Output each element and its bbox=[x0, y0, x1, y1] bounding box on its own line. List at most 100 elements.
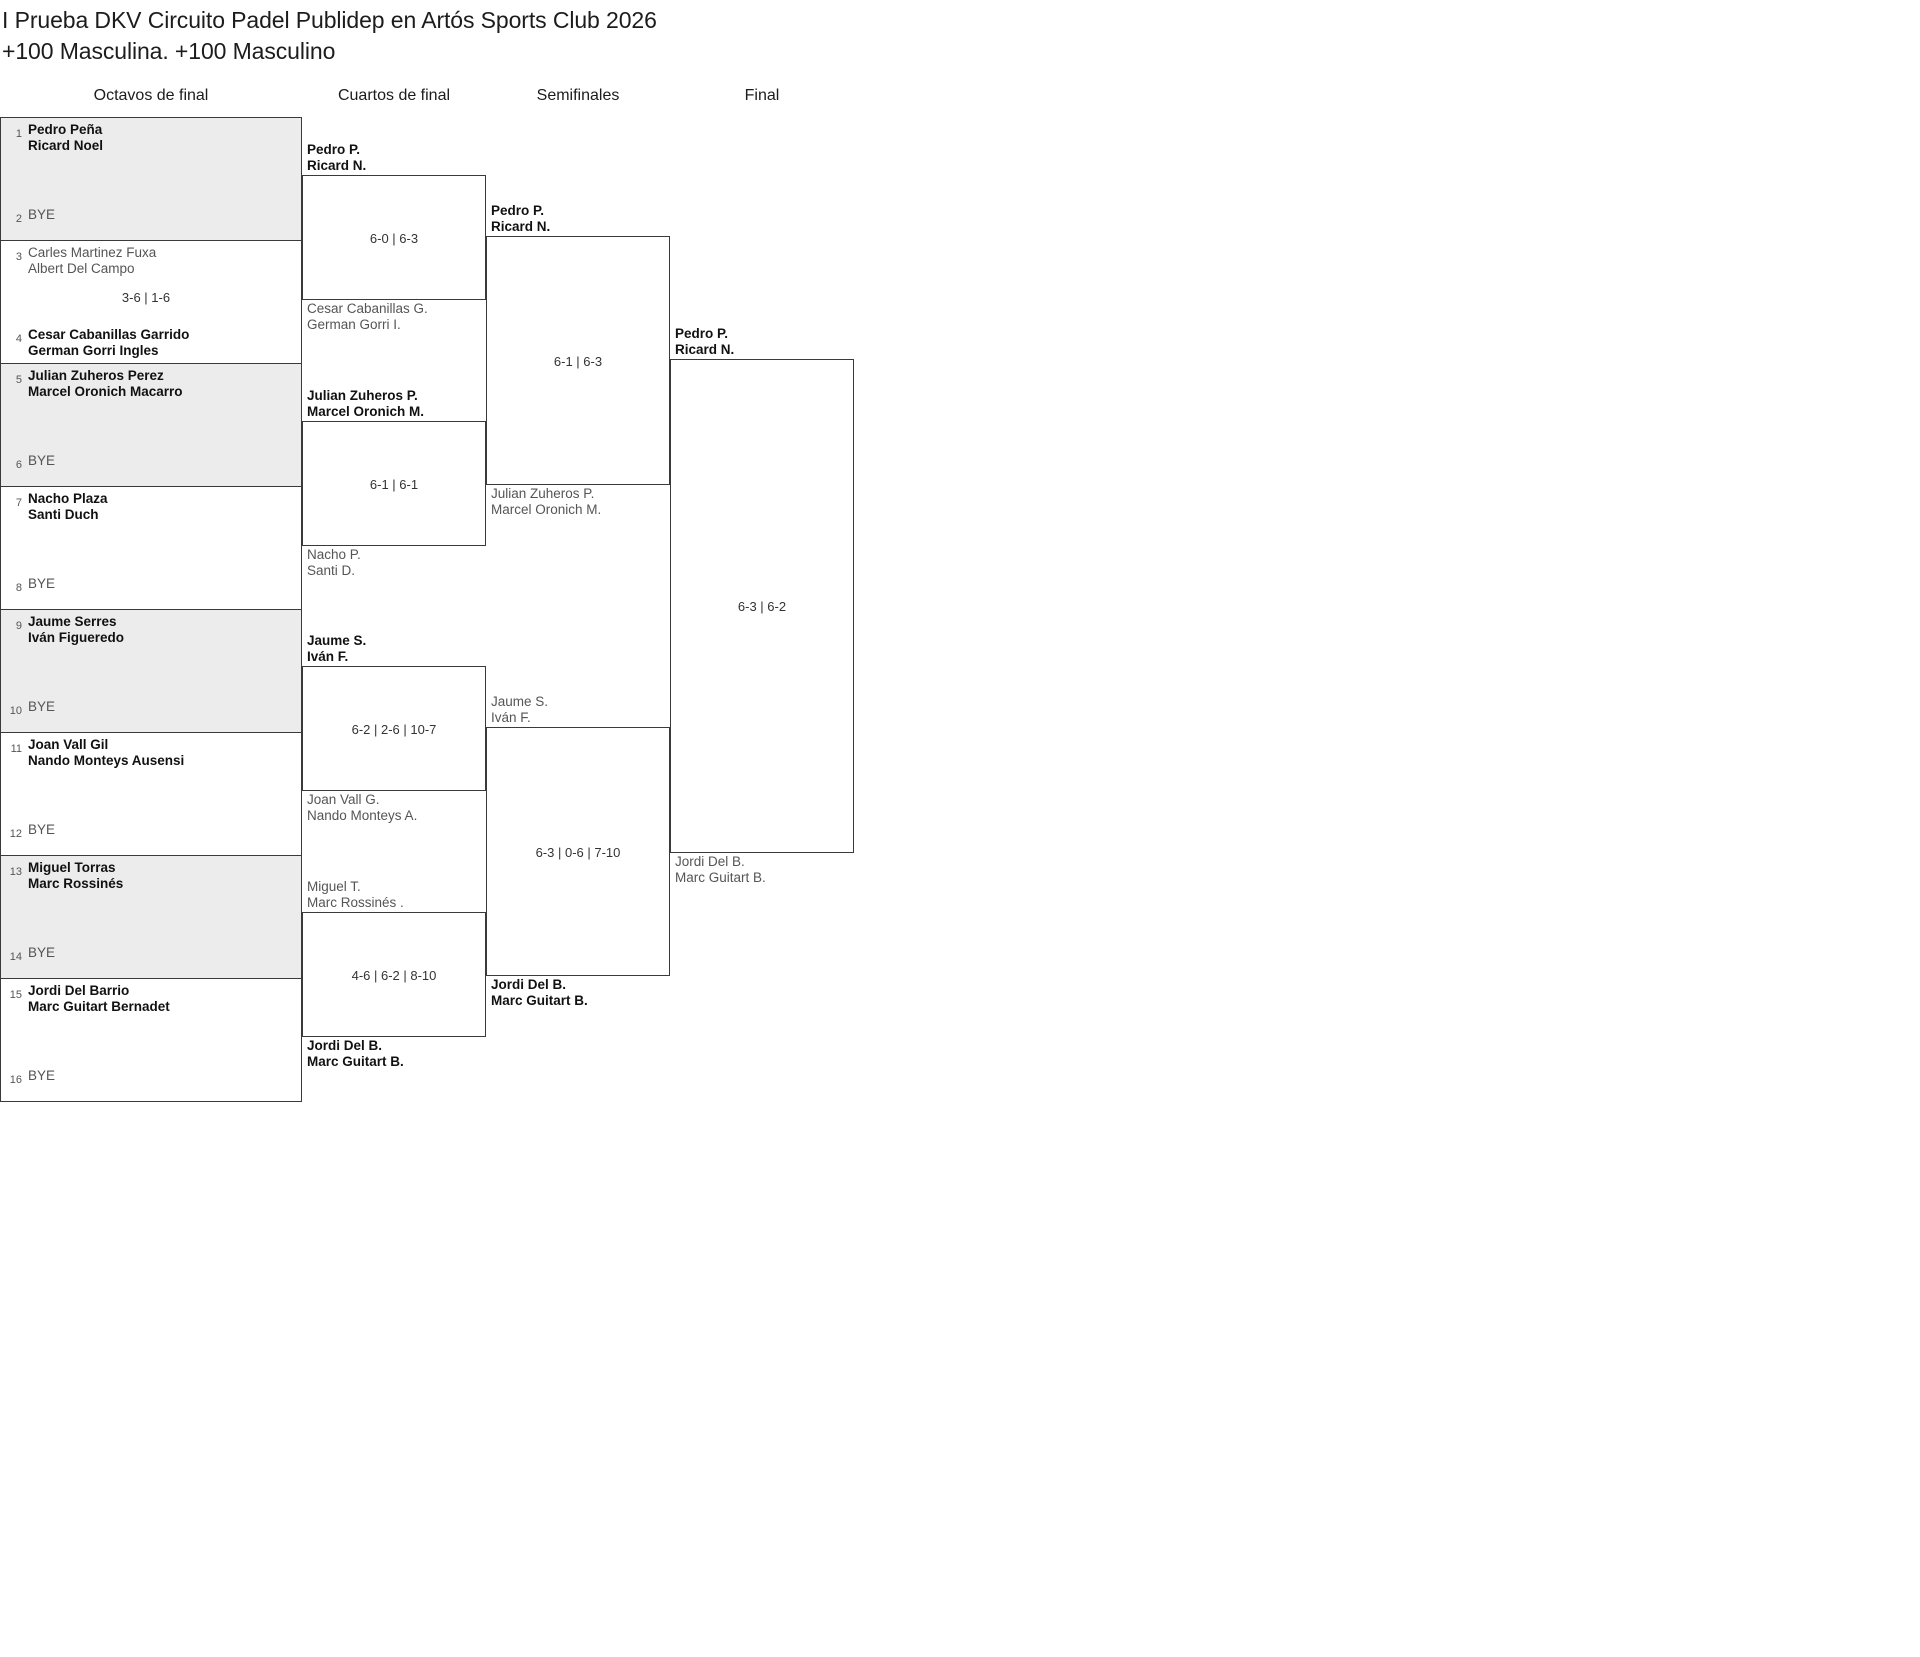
player-name: Marc Guitart Bernadet bbox=[28, 999, 170, 1014]
bye-label: BYE bbox=[28, 576, 56, 591]
player-name: German Gorri I. bbox=[307, 317, 401, 332]
team-names: Jordi Del B.Marc Guitart B. bbox=[307, 1038, 404, 1070]
seed-number: 2 bbox=[15, 213, 22, 225]
player-name: Pedro P. bbox=[491, 203, 545, 218]
player-name: Marcel Oronich Macarro bbox=[28, 384, 183, 399]
player-name: Marc Guitart B. bbox=[307, 1054, 404, 1069]
bye-label: BYE bbox=[28, 453, 56, 468]
match-box-semifinal-1[interactable]: Pedro P.Ricard N. Julian Zuheros P.Marcel… bbox=[486, 203, 670, 517]
player-name: Iván Figueredo bbox=[28, 630, 125, 645]
player-name: Marcel Oronich M. bbox=[491, 502, 602, 517]
player-name: Joan Vall G. bbox=[307, 792, 380, 807]
player-name: German Gorri Ingles bbox=[28, 343, 159, 358]
match-box-final[interactable]: Pedro P.Ricard N.Jordi Del B.Marc Guitar… bbox=[670, 326, 854, 885]
tournament-title-line1: I Prueba DKV Circuito Padel Publidep en … bbox=[2, 7, 657, 33]
match-box-cuartos-1[interactable]: Pedro P.Ricard N. Cesar Cabanillas G.Germ… bbox=[302, 142, 486, 332]
round-header-final: Final bbox=[744, 87, 780, 104]
bye-label: BYE bbox=[28, 207, 56, 222]
seed-number: 13 bbox=[9, 866, 22, 878]
seed-number: 16 bbox=[9, 1074, 22, 1086]
team-names: Julian Zuheros P.Marcel Oronich M. bbox=[491, 486, 601, 518]
player-name: Nando Monteys Ausensi bbox=[28, 753, 185, 768]
player-name: Cesar Cabanillas G. bbox=[307, 301, 428, 316]
player-name: Joan Vall Gil bbox=[28, 737, 109, 752]
tournament-title-line2: +100 Masculina. +100 Masculino bbox=[2, 38, 336, 64]
player-name: Jaume S. bbox=[307, 633, 367, 648]
seed-number: 14 bbox=[9, 951, 22, 963]
player-name: Jordi Del B. bbox=[675, 854, 745, 869]
player-name: Julian Zuheros P. bbox=[491, 486, 595, 501]
match-box-semifinal-2[interactable]: Jaume S.Iván F.Jordi Del B.Marc Guitart … bbox=[486, 694, 670, 1008]
player-name: Pedro Peña bbox=[28, 122, 103, 137]
team-names: Cesar Cabanillas G.German Gorri I. bbox=[307, 301, 428, 333]
team-names: Pedro P.Ricard N. bbox=[307, 142, 366, 174]
seed-number: 12 bbox=[9, 828, 22, 840]
team-names: Jaume S.Iván F. bbox=[307, 633, 366, 665]
player-name: Jaume Serres bbox=[28, 614, 117, 629]
player-name: Marc Guitart B. bbox=[491, 993, 588, 1008]
seed-number: 3 bbox=[15, 251, 22, 263]
player-name: Marc Guitart B. bbox=[675, 870, 766, 885]
player-name: Jordi Del B. bbox=[307, 1038, 383, 1053]
round1-slot: 2 BYE bbox=[1, 207, 303, 241]
player-name: Miguel Torras bbox=[28, 860, 116, 875]
player-name: Ricard N. bbox=[491, 219, 551, 234]
seed-number: 7 bbox=[15, 497, 22, 509]
player-name: Nacho Plaza bbox=[28, 491, 108, 506]
player-name: Jordi Del Barrio bbox=[28, 983, 130, 998]
player-name: Iván F. bbox=[491, 710, 531, 725]
match-score: 6-1 | 6-3 bbox=[553, 354, 603, 369]
seed-number: 8 bbox=[15, 582, 22, 594]
team-names: Miguel T.Marc Rossinés . bbox=[307, 879, 404, 911]
player-name: Jordi Del B. bbox=[491, 977, 567, 992]
match-score: 6-3 | 0-6 | 7-10 bbox=[535, 845, 621, 860]
seed-number: 10 bbox=[9, 705, 22, 717]
team-names: Nacho P.Santi D. bbox=[307, 547, 361, 579]
match-score: 4-6 | 6-2 | 8-10 bbox=[351, 968, 437, 983]
match-box-cuartos-4[interactable]: Miguel T.Marc Rossinés . Jordi Del B.Marc… bbox=[302, 879, 486, 1069]
player-name: Ricard N. bbox=[307, 158, 367, 173]
round-header-semifinales: Semifinales bbox=[536, 87, 620, 104]
match-box-cuartos-2[interactable]: Julian Zuheros P.Marcel Oronich M. Nacho … bbox=[302, 388, 486, 578]
round-header-cuartos: Cuartos de final bbox=[337, 87, 451, 104]
match-score: 6-3 | 6-2 bbox=[737, 599, 787, 614]
match-score: 6-0 | 6-3 bbox=[369, 231, 419, 246]
player-name: Nando Monteys A. bbox=[307, 808, 418, 823]
player-name: Pedro P. bbox=[675, 326, 729, 341]
player-name: Nacho P. bbox=[307, 547, 361, 562]
team-names: Pedro P.Ricard N. bbox=[491, 203, 550, 235]
player-name: Julian Zuheros Perez bbox=[28, 368, 164, 383]
seed-number: 1 bbox=[15, 128, 22, 140]
team-names: Julian Zuheros P.Marcel Oronich M. bbox=[307, 388, 424, 420]
player-name: Julian Zuheros P. bbox=[307, 388, 418, 403]
match-box-cuartos-3[interactable]: Jaume S.Iván F. Joan Vall G.Nando Monteys… bbox=[302, 633, 486, 823]
seed-number: 15 bbox=[9, 989, 22, 1001]
match-score: 6-1 | 6-1 bbox=[369, 477, 419, 492]
